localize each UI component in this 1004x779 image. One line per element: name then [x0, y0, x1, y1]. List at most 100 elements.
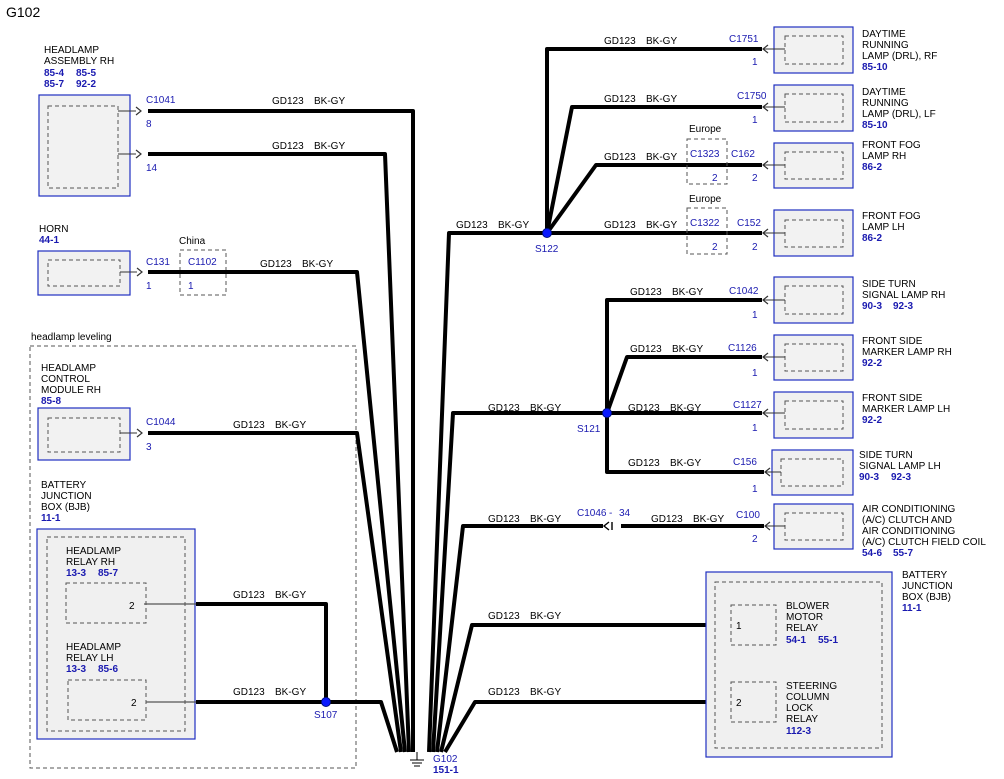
connector-c1041: C1041 8 14 [118, 95, 176, 174]
relay-lh-ref-2[interactable]: 85-6 [98, 664, 118, 675]
headlamp-relay-rh[interactable]: HEADLAMP RELAY RH 13-3 85-7 2 [65, 546, 147, 624]
blower-ref-1[interactable]: 54-1 [786, 635, 806, 646]
wire-relay-rh[interactable] [196, 602, 328, 702]
turn-lh-ref-2[interactable]: 92-3 [891, 472, 911, 483]
wl-k-steering: BK-GY [530, 687, 561, 698]
wl-c-blower: GD123 [488, 611, 520, 622]
c1322-box [686, 207, 728, 255]
horn[interactable]: HORN 44-1 [37, 224, 131, 296]
relay-rh-ref-1[interactable]: 13-3 [66, 568, 86, 579]
c1127-pin: 1 [752, 423, 758, 434]
ac-ref-1[interactable]: 54-6 [862, 548, 882, 559]
hcm-ref[interactable]: 85-8 [41, 396, 61, 407]
turn-rh-ref-1[interactable]: 90-3 [862, 301, 882, 312]
bjb-left-ref[interactable]: 11-1 [41, 513, 61, 524]
fog-rh-inner [784, 151, 844, 180]
wire-drl-lf[interactable] [545, 105, 762, 234]
steering-column-lock-relay[interactable]: 2 STEERING COLUMN LOCK RELAY 112-3 [730, 681, 837, 737]
connector-c131: C131 1 China C1102 1 [120, 236, 227, 296]
battery-junction-box-left[interactable]: BATTERY JUNCTION BOX (BJB) 11-1 [36, 480, 196, 740]
c1323-box [686, 138, 728, 185]
wire-c1041-pin8[interactable] [148, 109, 415, 752]
marker-rh-ref[interactable]: 92-2 [862, 358, 882, 369]
c1041-pin-8: 8 [146, 119, 152, 130]
wire-label-circuit-2: GD123 [272, 141, 304, 152]
g102-ref[interactable]: 151-1 [433, 765, 459, 776]
wire-s122-trunk[interactable] [427, 231, 547, 753]
headlamp-assembly-rh[interactable]: HEADLAMP ASSEMBLY RH 85-4 85-5 85-7 92-2 [38, 45, 131, 197]
turn-lh-ref-1[interactable]: 90-3 [859, 472, 879, 483]
drl-rf-ref[interactable]: 85-10 [862, 62, 888, 73]
drl-lf-ref[interactable]: 85-10 [862, 120, 888, 131]
right-wires [427, 47, 764, 754]
fog-lh-ref[interactable]: 86-2 [862, 233, 882, 244]
bjb-right-ref[interactable]: 11-1 [902, 603, 922, 614]
drl-lf-label-3: LAMP (DRL), LF [862, 109, 936, 120]
wire-marker-rh[interactable] [605, 355, 762, 414]
relay-rh-box [65, 582, 147, 624]
wire-c1041-pin14[interactable] [148, 152, 411, 753]
right-wire-labels: GD123 BK-GY GD123 BK-GY GD123 BK-GY GD12… [456, 36, 724, 698]
turn-rh-ref-2[interactable]: 92-3 [893, 301, 913, 312]
bjb-left-label-3: BOX (BJB) [41, 502, 90, 513]
wl-k-s122: BK-GY [498, 220, 529, 231]
splice-s121[interactable]: S121 [577, 408, 612, 436]
wire-label-circuit-6: GD123 [233, 687, 265, 698]
wire-s107-ground[interactable] [326, 700, 399, 753]
europe-label-1: Europe [689, 124, 722, 135]
wire-drl-rf[interactable] [545, 47, 762, 233]
wl-c-ac-right: GD123 [651, 514, 683, 525]
fog-lh-label-1: FRONT FOG [862, 211, 921, 222]
wire-steering-relay[interactable] [443, 700, 707, 754]
wire-turn-lh[interactable] [605, 413, 764, 474]
ac-ref-2[interactable]: 55-7 [893, 548, 913, 559]
headlamp-rh-ref-1[interactable]: 85-4 [44, 68, 64, 79]
relay-rh-ref-2[interactable]: 85-7 [98, 568, 118, 579]
s121-label: S121 [577, 424, 601, 435]
headlamp-relay-lh[interactable]: HEADLAMP RELAY LH 13-3 85-6 2 [66, 642, 147, 721]
wire-label-circuit-1: GD123 [272, 96, 304, 107]
relay-lh-ref-1[interactable]: 13-3 [66, 664, 86, 675]
splice-s107[interactable]: S107 [314, 697, 338, 722]
side-turn-signal-lamp-lh[interactable]: SIDE TURN SIGNAL LAMP LH 90-3 92-3 C156 … [733, 449, 941, 496]
horn-ref[interactable]: 44-1 [39, 235, 59, 246]
fog-rh-ref[interactable]: 86-2 [862, 162, 882, 173]
wl-k-turnlh: BK-GY [670, 458, 701, 469]
wire-horn[interactable] [148, 270, 407, 753]
wl-c-ac-left: GD123 [488, 514, 520, 525]
china-label: China [179, 236, 206, 247]
headlamp-rh-ref-2[interactable]: 85-5 [76, 68, 96, 79]
headlamp-rh-ref-3[interactable]: 85-7 [44, 79, 64, 90]
battery-junction-box-right[interactable]: BATTERY JUNCTION BOX (BJB) 11-1 [705, 570, 953, 758]
wl-c-steering: GD123 [488, 687, 520, 698]
wire-blower-relay[interactable] [439, 623, 707, 753]
side-turn-signal-lamp-rh[interactable]: SIDE TURN SIGNAL LAMP RH 90-3 92-3 C1042… [729, 276, 945, 324]
bjb-left-inner [46, 536, 186, 732]
blower-ref-2[interactable]: 55-1 [818, 635, 838, 646]
c1322-pin: 2 [712, 242, 718, 253]
front-fog-lamp-lh[interactable]: FRONT FOG LAMP LH 86-2 C152 2 Europe C13… [686, 194, 921, 257]
ac-clutch[interactable]: AIR CONDITIONING (A/C) CLUTCH AND AIR CO… [577, 503, 986, 559]
drl-rf[interactable]: DAYTIME RUNNING LAMP (DRL), RF 85-10 C17… [729, 26, 937, 74]
drl-lf[interactable]: DAYTIME RUNNING LAMP (DRL), LF 85-10 C17… [737, 84, 936, 132]
headlamp-rh-ref-4[interactable]: 92-2 [76, 79, 96, 90]
splice-s122[interactable]: S122 [535, 228, 559, 256]
ground-g102[interactable]: G102 151-1 [410, 752, 459, 776]
front-side-marker-lamp-lh[interactable]: FRONT SIDE MARKER LAMP LH 92-2 C1127 1 [733, 391, 950, 439]
wire-label-circuit-5: GD123 [233, 590, 265, 601]
marker-lh-ref[interactable]: 92-2 [862, 415, 882, 426]
wire-turn-rh[interactable] [605, 298, 762, 413]
wire-hcm[interactable] [148, 431, 403, 753]
headlamp-leveling-box [29, 345, 357, 769]
front-side-marker-lamp-rh[interactable]: FRONT SIDE MARKER LAMP RH 92-2 C1126 1 [728, 334, 952, 381]
headlamp-control-module-rh[interactable]: HEADLAMP CONTROL MODULE RH 85-8 [37, 363, 131, 461]
blower-motor-relay[interactable]: 1 BLOWER MOTOR RELAY 54-1 55-1 [730, 601, 838, 646]
front-fog-lamp-rh[interactable]: FRONT FOG LAMP RH 86-2 C162 2 Europe C13… [686, 124, 921, 189]
wire-s121-trunk[interactable] [431, 411, 607, 753]
steering-ref[interactable]: 112-3 [786, 726, 811, 737]
wire-ac-left[interactable] [435, 524, 603, 753]
wl-c-fogrh: GD123 [604, 152, 636, 163]
wire-fog-rh[interactable] [545, 163, 762, 235]
